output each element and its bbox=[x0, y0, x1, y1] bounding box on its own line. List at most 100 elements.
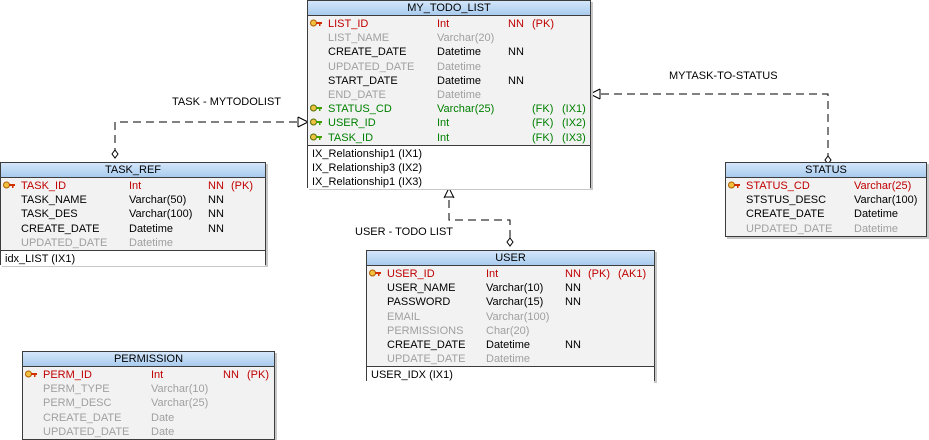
column-type: Int bbox=[151, 369, 164, 381]
column-type: Int bbox=[437, 18, 450, 30]
column-name: TASK_ID bbox=[21, 180, 67, 192]
table-title: TASK_REF bbox=[1, 163, 265, 178]
column-key: (PK) bbox=[588, 268, 610, 280]
column-not-null: NN bbox=[565, 268, 581, 280]
index-entry: IX_Relationship3 (IX2) bbox=[312, 161, 423, 174]
table-title: PERMISSION bbox=[23, 352, 274, 367]
column-row[interactable]: STSTUS_DESC Varchar(100) bbox=[726, 193, 926, 207]
index-entry: IX_Relationship1 (IX1) bbox=[312, 147, 423, 160]
column-key: (PK) bbox=[532, 18, 554, 30]
column-index: (IX1) bbox=[562, 103, 586, 116]
column-row[interactable]: CREATE_DATE Datetime bbox=[726, 207, 926, 221]
column-name: USER_ID bbox=[328, 117, 376, 130]
column-row[interactable]: PERM_TYPE Varchar(10) bbox=[23, 382, 274, 396]
column-name: UPDATED_DATE bbox=[43, 425, 130, 438]
column-type: Varchar(100) bbox=[854, 194, 918, 207]
index-list: IX_Relationship1 (IX1)IX_Relationship3 (… bbox=[308, 144, 590, 190]
column-type: Varchar(25) bbox=[151, 397, 209, 410]
column-key: (FK) bbox=[532, 117, 554, 130]
column-type: Datetime bbox=[486, 338, 531, 351]
column-type: Datetime bbox=[854, 208, 899, 221]
column-key: (PK) bbox=[247, 369, 269, 381]
column-name: PASSWORD bbox=[387, 296, 451, 309]
column-not-null: NN bbox=[508, 46, 524, 59]
column-name: CREATE_DATE bbox=[746, 208, 825, 221]
column-type: Varchar(10) bbox=[151, 383, 209, 396]
primary-key-icon bbox=[25, 368, 37, 378]
column-not-null: NN bbox=[508, 18, 524, 30]
column-not-null: NN bbox=[208, 222, 224, 235]
column-name: UPDATE_DATE bbox=[387, 353, 466, 366]
column-key: (FK) bbox=[532, 131, 554, 144]
column-type: Datetime bbox=[437, 60, 482, 73]
relationship-label-task-mytodolist: TASK - MYTODOLIST bbox=[172, 96, 281, 108]
relationship-end-diamond bbox=[111, 149, 119, 159]
column-row[interactable]: CREATE_DATE Datetime NN bbox=[308, 45, 590, 59]
column-type: Datetime bbox=[129, 236, 174, 249]
column-row[interactable]: CREATE_DATE Date bbox=[23, 411, 274, 425]
table-title: USER bbox=[367, 251, 654, 266]
column-name: STSTUS_DESC bbox=[746, 194, 827, 207]
column-type: Date bbox=[151, 411, 175, 424]
foreign-key-icon bbox=[310, 102, 322, 112]
column-name: CREATE_DATE bbox=[328, 46, 407, 59]
column-name: TASK_NAME bbox=[21, 194, 87, 207]
relationship-end-diamond bbox=[506, 237, 514, 247]
index-entry: idx_LIST (IX1) bbox=[5, 252, 76, 265]
column-name: END_DATE bbox=[328, 88, 386, 101]
relationship-line-mytask-to-status bbox=[601, 93, 829, 160]
column-type: Char(20) bbox=[486, 324, 530, 337]
column-key: (PK) bbox=[231, 180, 253, 192]
foreign-key-icon bbox=[310, 116, 322, 126]
crowfoot-end bbox=[443, 187, 455, 199]
primary-key-icon bbox=[369, 267, 381, 277]
column-name: PERM_TYPE bbox=[43, 383, 110, 396]
table-title: STATUS bbox=[726, 163, 926, 178]
primary-key-icon bbox=[728, 179, 740, 189]
column-type: Datetime bbox=[437, 46, 482, 59]
column-type: Int bbox=[437, 117, 450, 130]
column-not-null: NN bbox=[208, 208, 224, 221]
foreign-key-icon bbox=[310, 131, 322, 140]
column-type: Varchar(10) bbox=[486, 282, 544, 295]
column-name: STATUS_CD bbox=[746, 180, 810, 192]
column-type: Date bbox=[151, 425, 175, 438]
column-name: CREATE_DATE bbox=[43, 411, 122, 424]
column-row[interactable]: UPDATED_DATE Date bbox=[23, 425, 274, 439]
column-name: START_DATE bbox=[328, 74, 398, 87]
index-entry: USER_IDX (IX1) bbox=[371, 369, 453, 382]
column-type: Datetime bbox=[437, 74, 482, 87]
table-title: MY_TODO_LIST bbox=[308, 1, 590, 16]
